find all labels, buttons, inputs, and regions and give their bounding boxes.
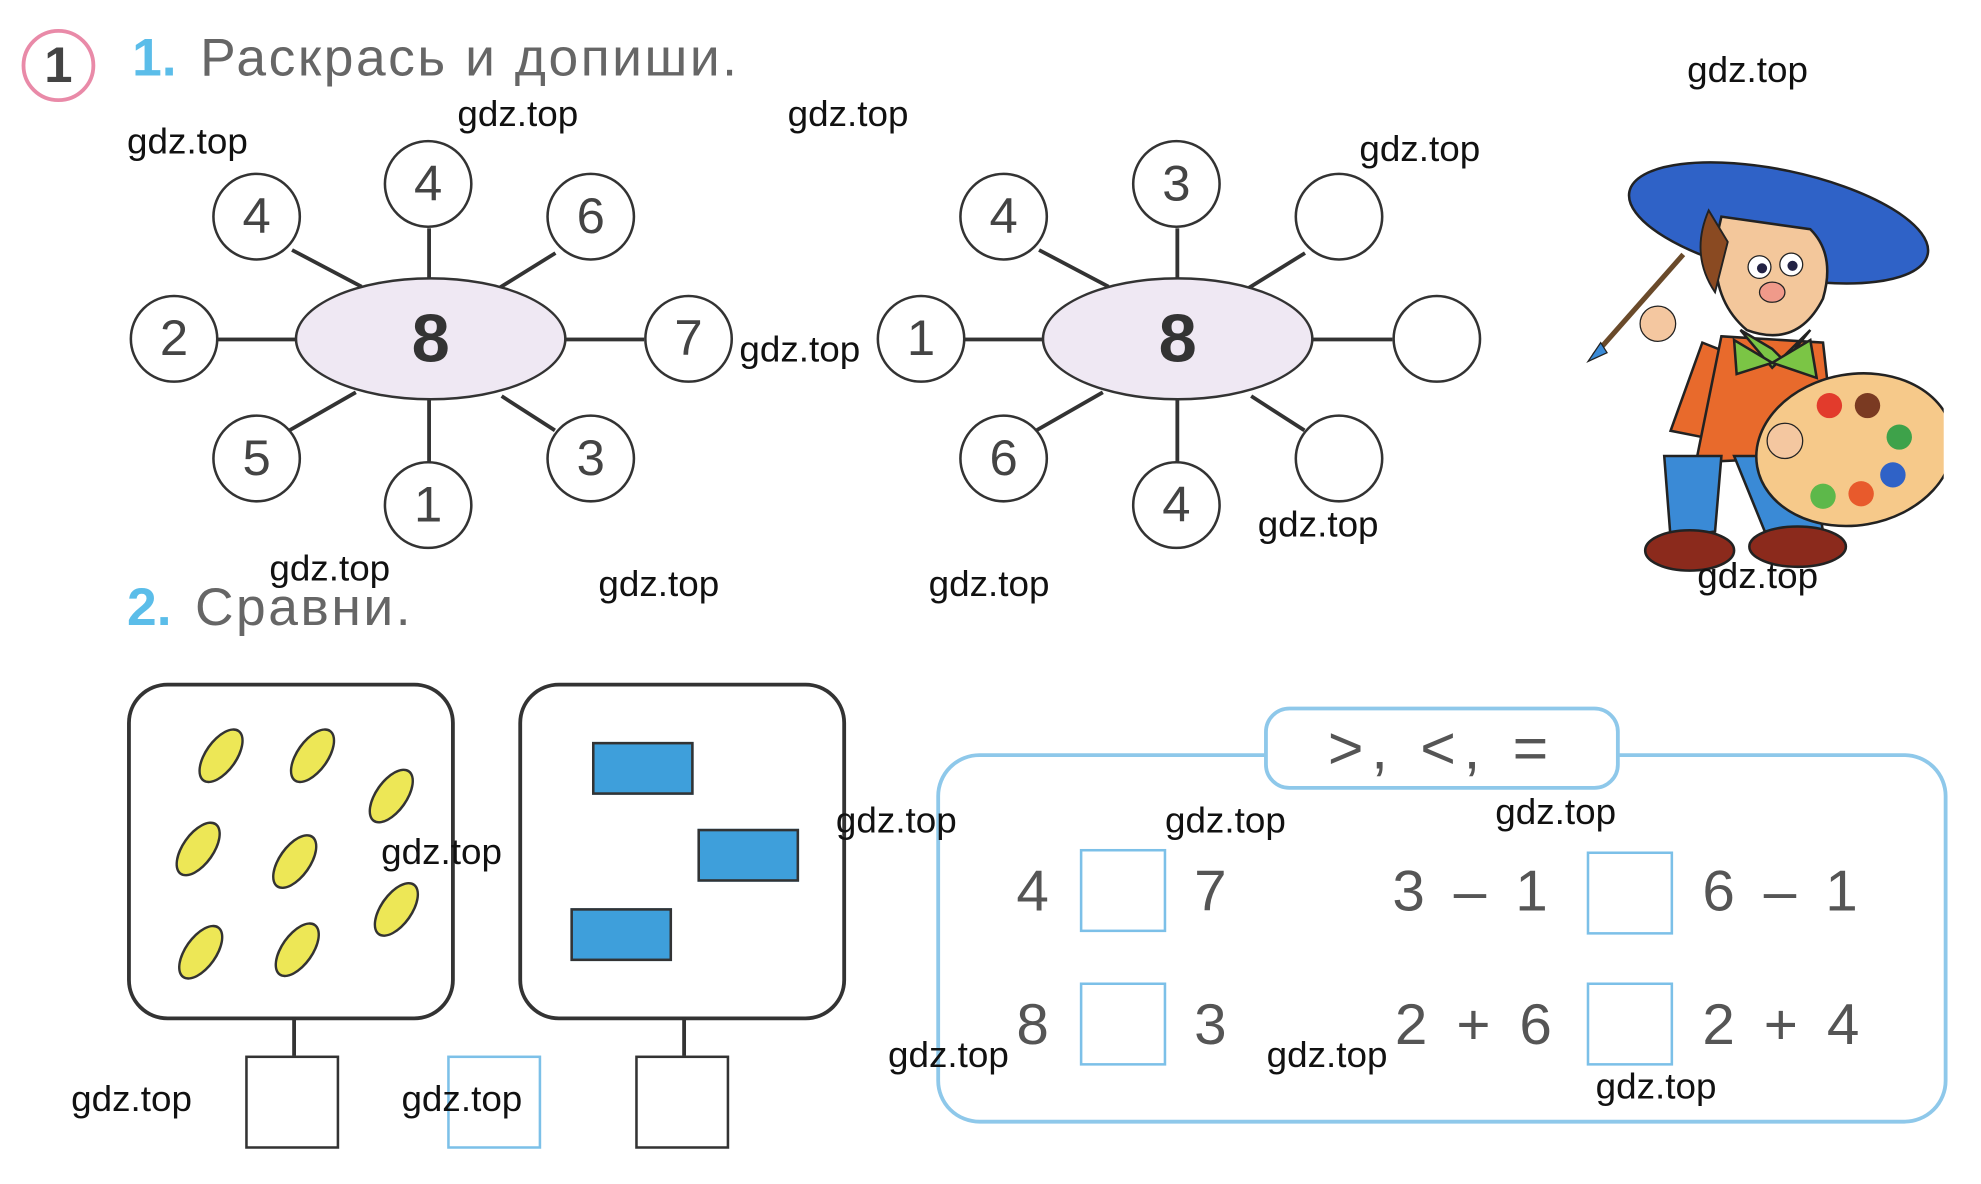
task2-number: 2. xyxy=(127,576,172,637)
cmp-right: 7 xyxy=(1194,857,1227,924)
yellow-oval xyxy=(280,720,345,791)
watermark: gdz.top xyxy=(1359,129,1481,171)
watermark: gdz.top xyxy=(269,549,391,590)
flower2-center: 8 xyxy=(1041,277,1314,401)
compare-sign-box[interactable] xyxy=(447,1055,542,1149)
flower2-petal[interactable]: 4 xyxy=(959,172,1049,261)
task1-number: 1. xyxy=(132,27,177,87)
comparison-signs: >, <, = xyxy=(1264,706,1620,790)
blue-rectangle xyxy=(592,741,694,795)
flower2-petal-empty[interactable] xyxy=(1294,414,1384,503)
yellow-oval xyxy=(166,813,230,885)
flower2-petal[interactable]: 3 xyxy=(1131,139,1221,228)
watermark: gdz.top xyxy=(1266,1035,1388,1076)
flower1-petal[interactable]: 6 xyxy=(546,172,636,261)
cmp-right: 2 + 4 xyxy=(1702,991,1860,1057)
watermark: gdz.top xyxy=(1697,556,1819,598)
flower2-petal[interactable]: 4 xyxy=(1131,461,1221,550)
rectangles-card xyxy=(518,682,847,1021)
watermark: gdz.top xyxy=(739,330,861,371)
flower1-petal[interactable]: 7 xyxy=(644,294,734,383)
watermark: gdz.top xyxy=(401,1079,523,1120)
cmp-left: 4 xyxy=(1016,857,1049,924)
painter-boy-illustration xyxy=(1586,161,1944,572)
flower1-petal[interactable]: 2 xyxy=(129,294,219,383)
flower1-petal[interactable]: 1 xyxy=(383,461,473,550)
flower1-petal[interactable]: 5 xyxy=(212,414,302,503)
cmp-left: 3 – 1 xyxy=(1392,857,1548,924)
yellow-oval xyxy=(265,914,330,985)
answer-box[interactable] xyxy=(1079,848,1167,933)
watermark: gdz.top xyxy=(928,564,1050,605)
watermark: gdz.top xyxy=(787,94,909,135)
yellow-oval xyxy=(168,917,233,988)
flower1-petal[interactable]: 4 xyxy=(383,139,473,228)
count-box-ovals[interactable] xyxy=(245,1055,340,1149)
task1-text: Раскрась и допиши. xyxy=(200,27,740,87)
count-box-rectangles[interactable] xyxy=(635,1055,730,1149)
watermark: gdz.top xyxy=(1495,792,1617,833)
cmp-right: 3 xyxy=(1194,991,1227,1057)
blue-rectangle xyxy=(570,908,673,962)
flower1-petal[interactable]: 4 xyxy=(212,172,302,261)
cmp-left: 8 xyxy=(1016,991,1049,1057)
yellow-oval xyxy=(359,760,424,832)
yellow-oval xyxy=(262,826,327,897)
answer-box[interactable] xyxy=(1079,982,1167,1066)
watermark: gdz.top xyxy=(127,122,248,163)
ovals-card xyxy=(127,682,455,1021)
watermark: gdz.top xyxy=(1595,1066,1717,1108)
cmp-right: 6 – 1 xyxy=(1702,857,1858,924)
flower1-petal[interactable]: 3 xyxy=(546,414,636,503)
flower2-petal[interactable]: 6 xyxy=(959,414,1049,503)
watermark: gdz.top xyxy=(381,832,502,873)
flower2-petal-empty[interactable] xyxy=(1294,172,1384,261)
task2-heading: 2. Сравни. xyxy=(127,577,413,637)
cmp-left: 2 + 6 xyxy=(1394,991,1552,1057)
watermark: gdz.top xyxy=(1164,801,1286,842)
comparison-panel xyxy=(936,753,1948,1124)
exercise-badge: 1 xyxy=(21,28,96,103)
answer-box[interactable] xyxy=(1586,851,1674,935)
watermark: gdz.top xyxy=(71,1079,193,1120)
watermark: gdz.top xyxy=(1257,505,1379,546)
flower1-center: 8 xyxy=(294,277,567,401)
task2-text: Сравни. xyxy=(194,576,414,637)
answer-box[interactable] xyxy=(1586,982,1674,1066)
flower2-petal-empty[interactable] xyxy=(1392,294,1482,383)
watermark: gdz.top xyxy=(888,1035,1009,1076)
blue-rectangle xyxy=(697,828,800,882)
watermark: gdz.top xyxy=(598,564,720,605)
yellow-oval xyxy=(364,874,429,945)
yellow-oval xyxy=(189,720,253,791)
task1-heading: 1. Раскрась и допиши. xyxy=(132,28,739,88)
watermark: gdz.top xyxy=(835,801,957,842)
watermark: gdz.top xyxy=(1687,50,1808,91)
watermark: gdz.top xyxy=(457,94,579,135)
flower2-petal[interactable]: 1 xyxy=(876,294,966,383)
